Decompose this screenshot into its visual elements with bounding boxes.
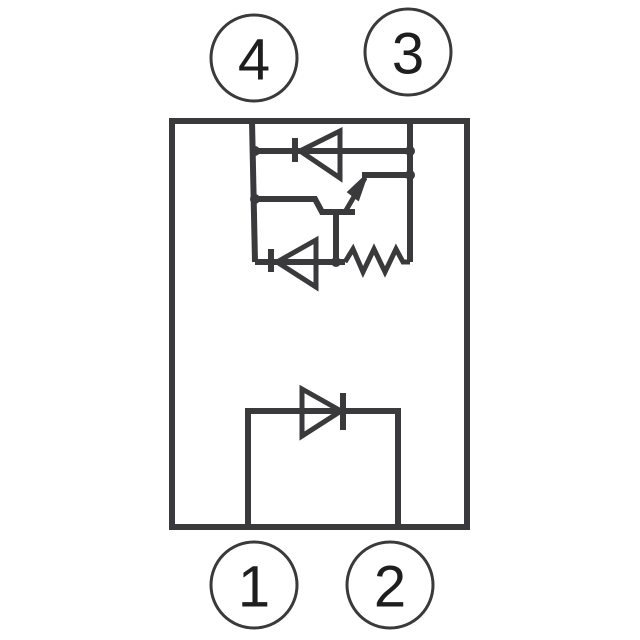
left-rail — [249, 120, 258, 263]
package-outline — [169, 118, 470, 530]
bottom-diode-icon — [272, 235, 319, 292]
junction-dots — [250, 146, 415, 267]
resistor-icon — [342, 243, 410, 279]
pin4-circle — [209, 13, 299, 103]
pin4-label: 4 — [238, 28, 270, 93]
pin1-circle — [209, 540, 299, 630]
pin3-circle — [363, 7, 453, 97]
input-wires — [245, 408, 401, 527]
pin2-circle — [345, 540, 435, 630]
transistor-base-wire — [255, 196, 355, 215]
pin2-label: 2 — [374, 555, 406, 620]
output-circuit — [249, 120, 413, 292]
top-diode-icon — [295, 126, 343, 183]
pin1-label: 1 — [238, 555, 270, 620]
pin3-label: 3 — [392, 22, 424, 87]
transistor-arrow-icon — [346, 174, 368, 202]
led-diode-icon — [299, 384, 346, 441]
input-led-circuit — [245, 384, 401, 527]
